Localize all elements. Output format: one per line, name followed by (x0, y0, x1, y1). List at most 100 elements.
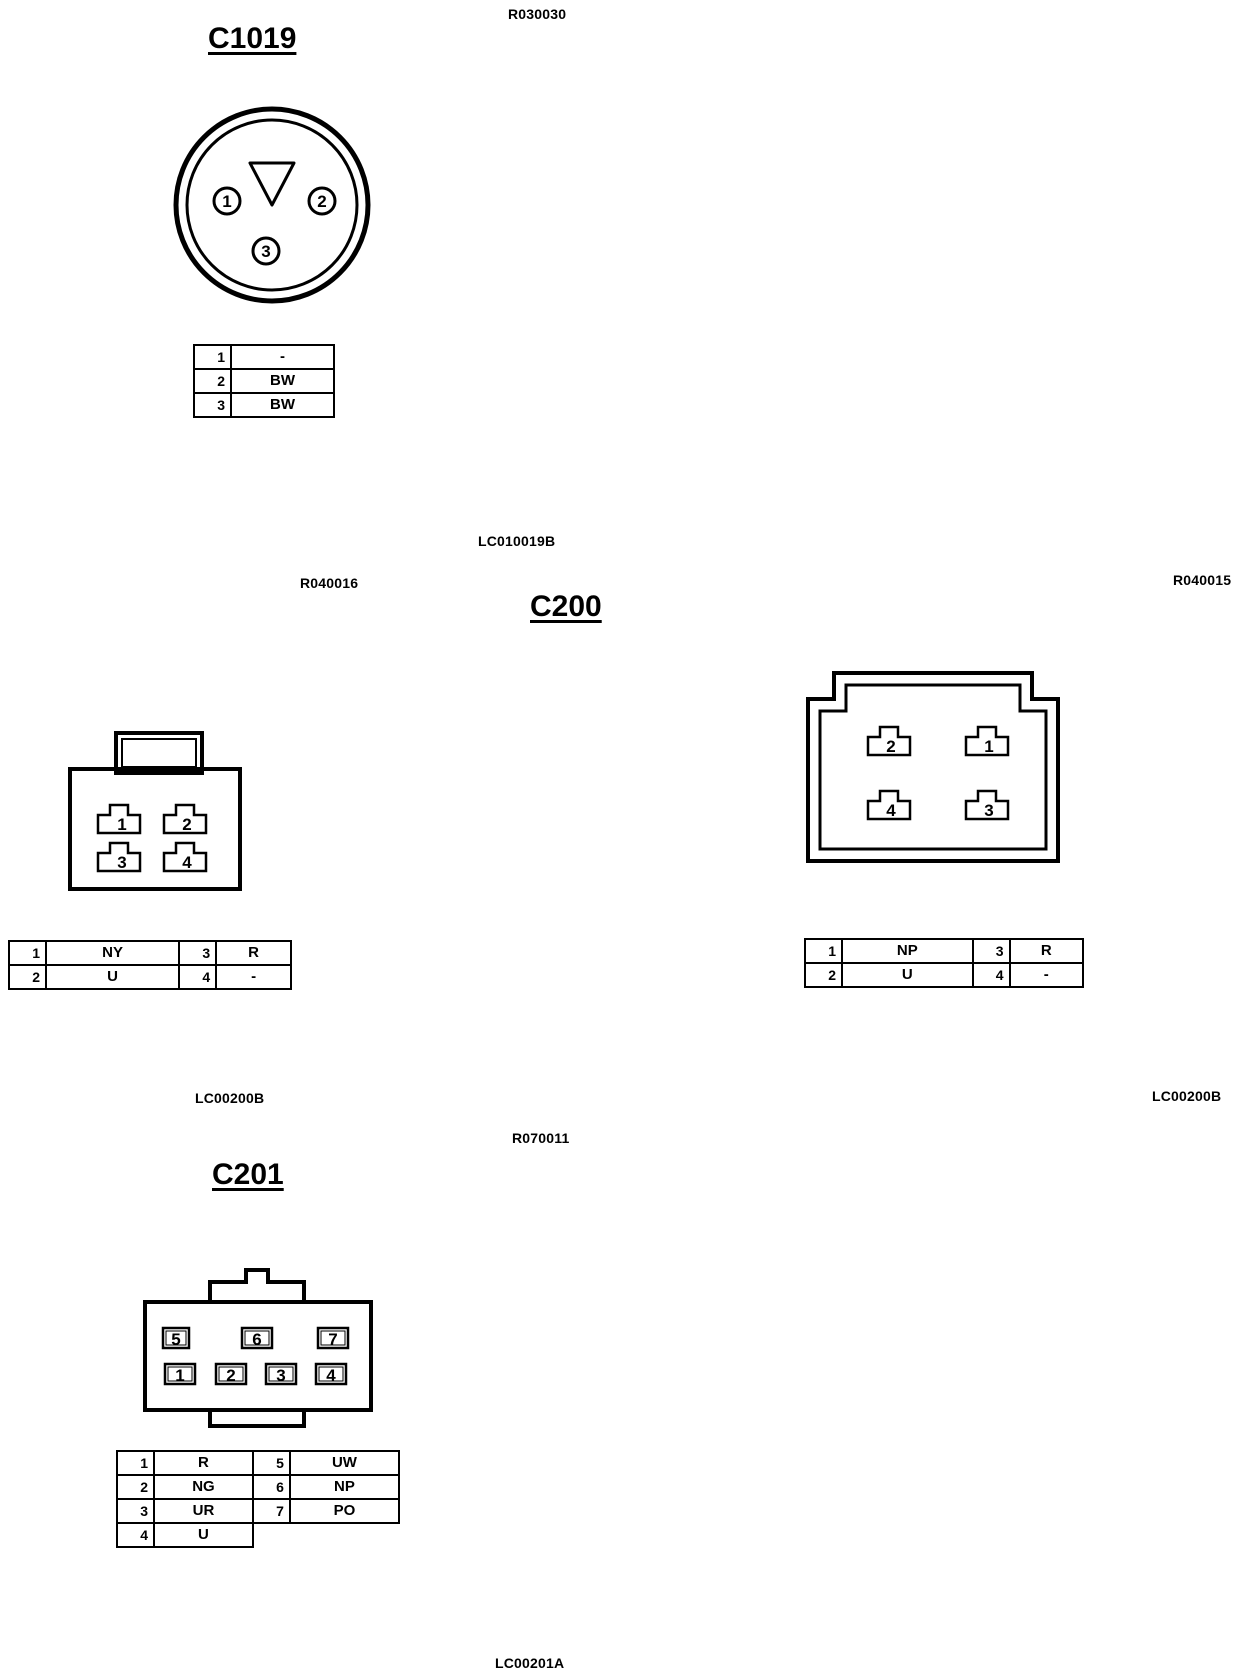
wire-color: BW (230, 392, 335, 418)
c1019-pin-3: 3 (251, 236, 281, 266)
wire-color: NY (44, 940, 181, 966)
empty-cell (253, 1523, 290, 1547)
table-row: 1 NP 3 R (804, 938, 1085, 964)
c201-connector-diagram: 5 6 7 1 2 3 4 (143, 1268, 373, 1428)
c1019-key-triangle (248, 161, 296, 207)
ref-code-lc00200b-left: LC00200B (195, 1090, 265, 1106)
c1019-connector-diagram: 1 2 3 (173, 106, 371, 304)
c200-left-pin-4: 4 (162, 841, 208, 873)
pin-number: 2 (804, 962, 843, 988)
svg-text:4: 4 (326, 1366, 336, 1385)
wire-color: UW (288, 1450, 401, 1476)
c1019-outer-ring (173, 106, 371, 304)
c200-right-pin-3: 3 (964, 789, 1010, 821)
pin-number: 1 (8, 940, 47, 966)
c201-housing-bottom-tab (208, 1410, 306, 1428)
c201-housing (143, 1300, 373, 1412)
empty-cell (290, 1523, 399, 1547)
ref-code-r070011: R070011 (512, 1130, 570, 1146)
svg-text:2: 2 (317, 192, 326, 211)
c1019-title: C1019 (208, 22, 297, 55)
c201-pin-7: 7 (316, 1326, 350, 1350)
ref-code-r040015: R040015 (1173, 572, 1232, 588)
svg-text:2: 2 (182, 815, 191, 834)
pin-number: 7 (251, 1498, 291, 1524)
table-row: 3 UR 7 PO (116, 1498, 401, 1524)
c200-right-pin-1: 1 (964, 725, 1010, 757)
table-row: 2 U 4 - (804, 962, 1085, 988)
wire-color: BW (230, 368, 335, 394)
svg-text:1: 1 (984, 737, 993, 756)
svg-text:3: 3 (276, 1366, 285, 1385)
svg-text:1: 1 (175, 1366, 184, 1385)
wire-color: U (153, 1522, 254, 1548)
c201-pin-table: 1 R 5 UW 2 NG 6 NP 3 UR 7 PO 4 U (116, 1450, 401, 1548)
svg-text:3: 3 (984, 801, 993, 820)
pin-number: 2 (8, 964, 47, 990)
wire-color: R (153, 1450, 254, 1476)
c200-right-outer-housing (806, 671, 1060, 863)
c201-housing-top-key (208, 1268, 306, 1302)
svg-text:1: 1 (117, 815, 126, 834)
wire-color: R (1008, 938, 1085, 964)
table-row: 2 NG 6 NP (116, 1474, 401, 1500)
ref-code-lc010019b: LC010019B (478, 533, 556, 549)
svg-text:3: 3 (117, 853, 126, 872)
c1019-pin-table: 1 - 2 BW 3 BW (193, 344, 335, 418)
c200-right-pin-2: 2 (866, 725, 912, 757)
wire-color: - (1008, 962, 1085, 988)
ref-code-r040016: R040016 (300, 575, 359, 591)
svg-text:4: 4 (182, 853, 192, 872)
svg-text:4: 4 (886, 801, 896, 820)
wire-color: UR (153, 1498, 254, 1524)
pin-number: 3 (116, 1498, 155, 1524)
wire-color: - (215, 964, 292, 990)
c1019-inner-ring (185, 118, 359, 292)
c200-left-connector-diagram: 1 2 3 4 (68, 731, 242, 891)
c200-left-housing (68, 767, 242, 891)
c200-title: C200 (530, 590, 602, 623)
pin-number: 4 (116, 1522, 155, 1548)
svg-text:2: 2 (886, 737, 895, 756)
c200-left-pin-table: 1 NY 3 R 2 U 4 - (8, 940, 292, 990)
svg-text:6: 6 (252, 1330, 261, 1349)
pin-number: 2 (116, 1474, 155, 1500)
wire-color: R (215, 940, 292, 966)
c201-pin-6: 6 (240, 1326, 274, 1350)
table-row: 3 BW (193, 392, 335, 418)
pin-number: 1 (116, 1450, 155, 1476)
wire-color: U (44, 964, 181, 990)
table-row: 1 - (193, 344, 335, 370)
svg-text:1: 1 (222, 192, 231, 211)
c201-title: C201 (212, 1158, 284, 1191)
c1019-pin-2: 2 (307, 186, 337, 216)
svg-text:5: 5 (171, 1330, 180, 1349)
wire-color: U (841, 962, 974, 988)
c200-right-pin-table: 1 NP 3 R 2 U 4 - (804, 938, 1085, 988)
c200-right-inner-housing (818, 683, 1048, 851)
c200-right-connector-diagram: 2 1 4 3 (806, 671, 1060, 863)
c201-pin-2: 2 (214, 1362, 248, 1386)
c200-left-pin-3: 3 (96, 841, 142, 873)
pin-number: 6 (251, 1474, 291, 1500)
pin-number: 2 (193, 368, 232, 394)
ref-code-lc00200b-right: LC00200B (1152, 1088, 1222, 1104)
pin-number: 1 (193, 344, 232, 370)
ref-code-lc00201a: LC00201A (495, 1655, 565, 1671)
c201-pin-4: 4 (314, 1362, 348, 1386)
table-row: 2 U 4 - (8, 964, 292, 990)
pin-number: 4 (971, 962, 1011, 988)
svg-text:2: 2 (226, 1366, 235, 1385)
c200-left-pin-1: 1 (96, 803, 142, 835)
c200-right-pin-4: 4 (866, 789, 912, 821)
c200-left-latch (114, 731, 204, 775)
svg-text:3: 3 (261, 242, 270, 261)
pin-number: 4 (178, 964, 218, 990)
table-row: 4 U (116, 1522, 399, 1548)
pin-number: 5 (251, 1450, 291, 1476)
pin-number: 3 (193, 392, 232, 418)
table-row: 1 NY 3 R (8, 940, 292, 966)
ref-code-r030030: R030030 (508, 6, 567, 22)
wire-color: NP (841, 938, 974, 964)
wire-color: PO (288, 1498, 401, 1524)
